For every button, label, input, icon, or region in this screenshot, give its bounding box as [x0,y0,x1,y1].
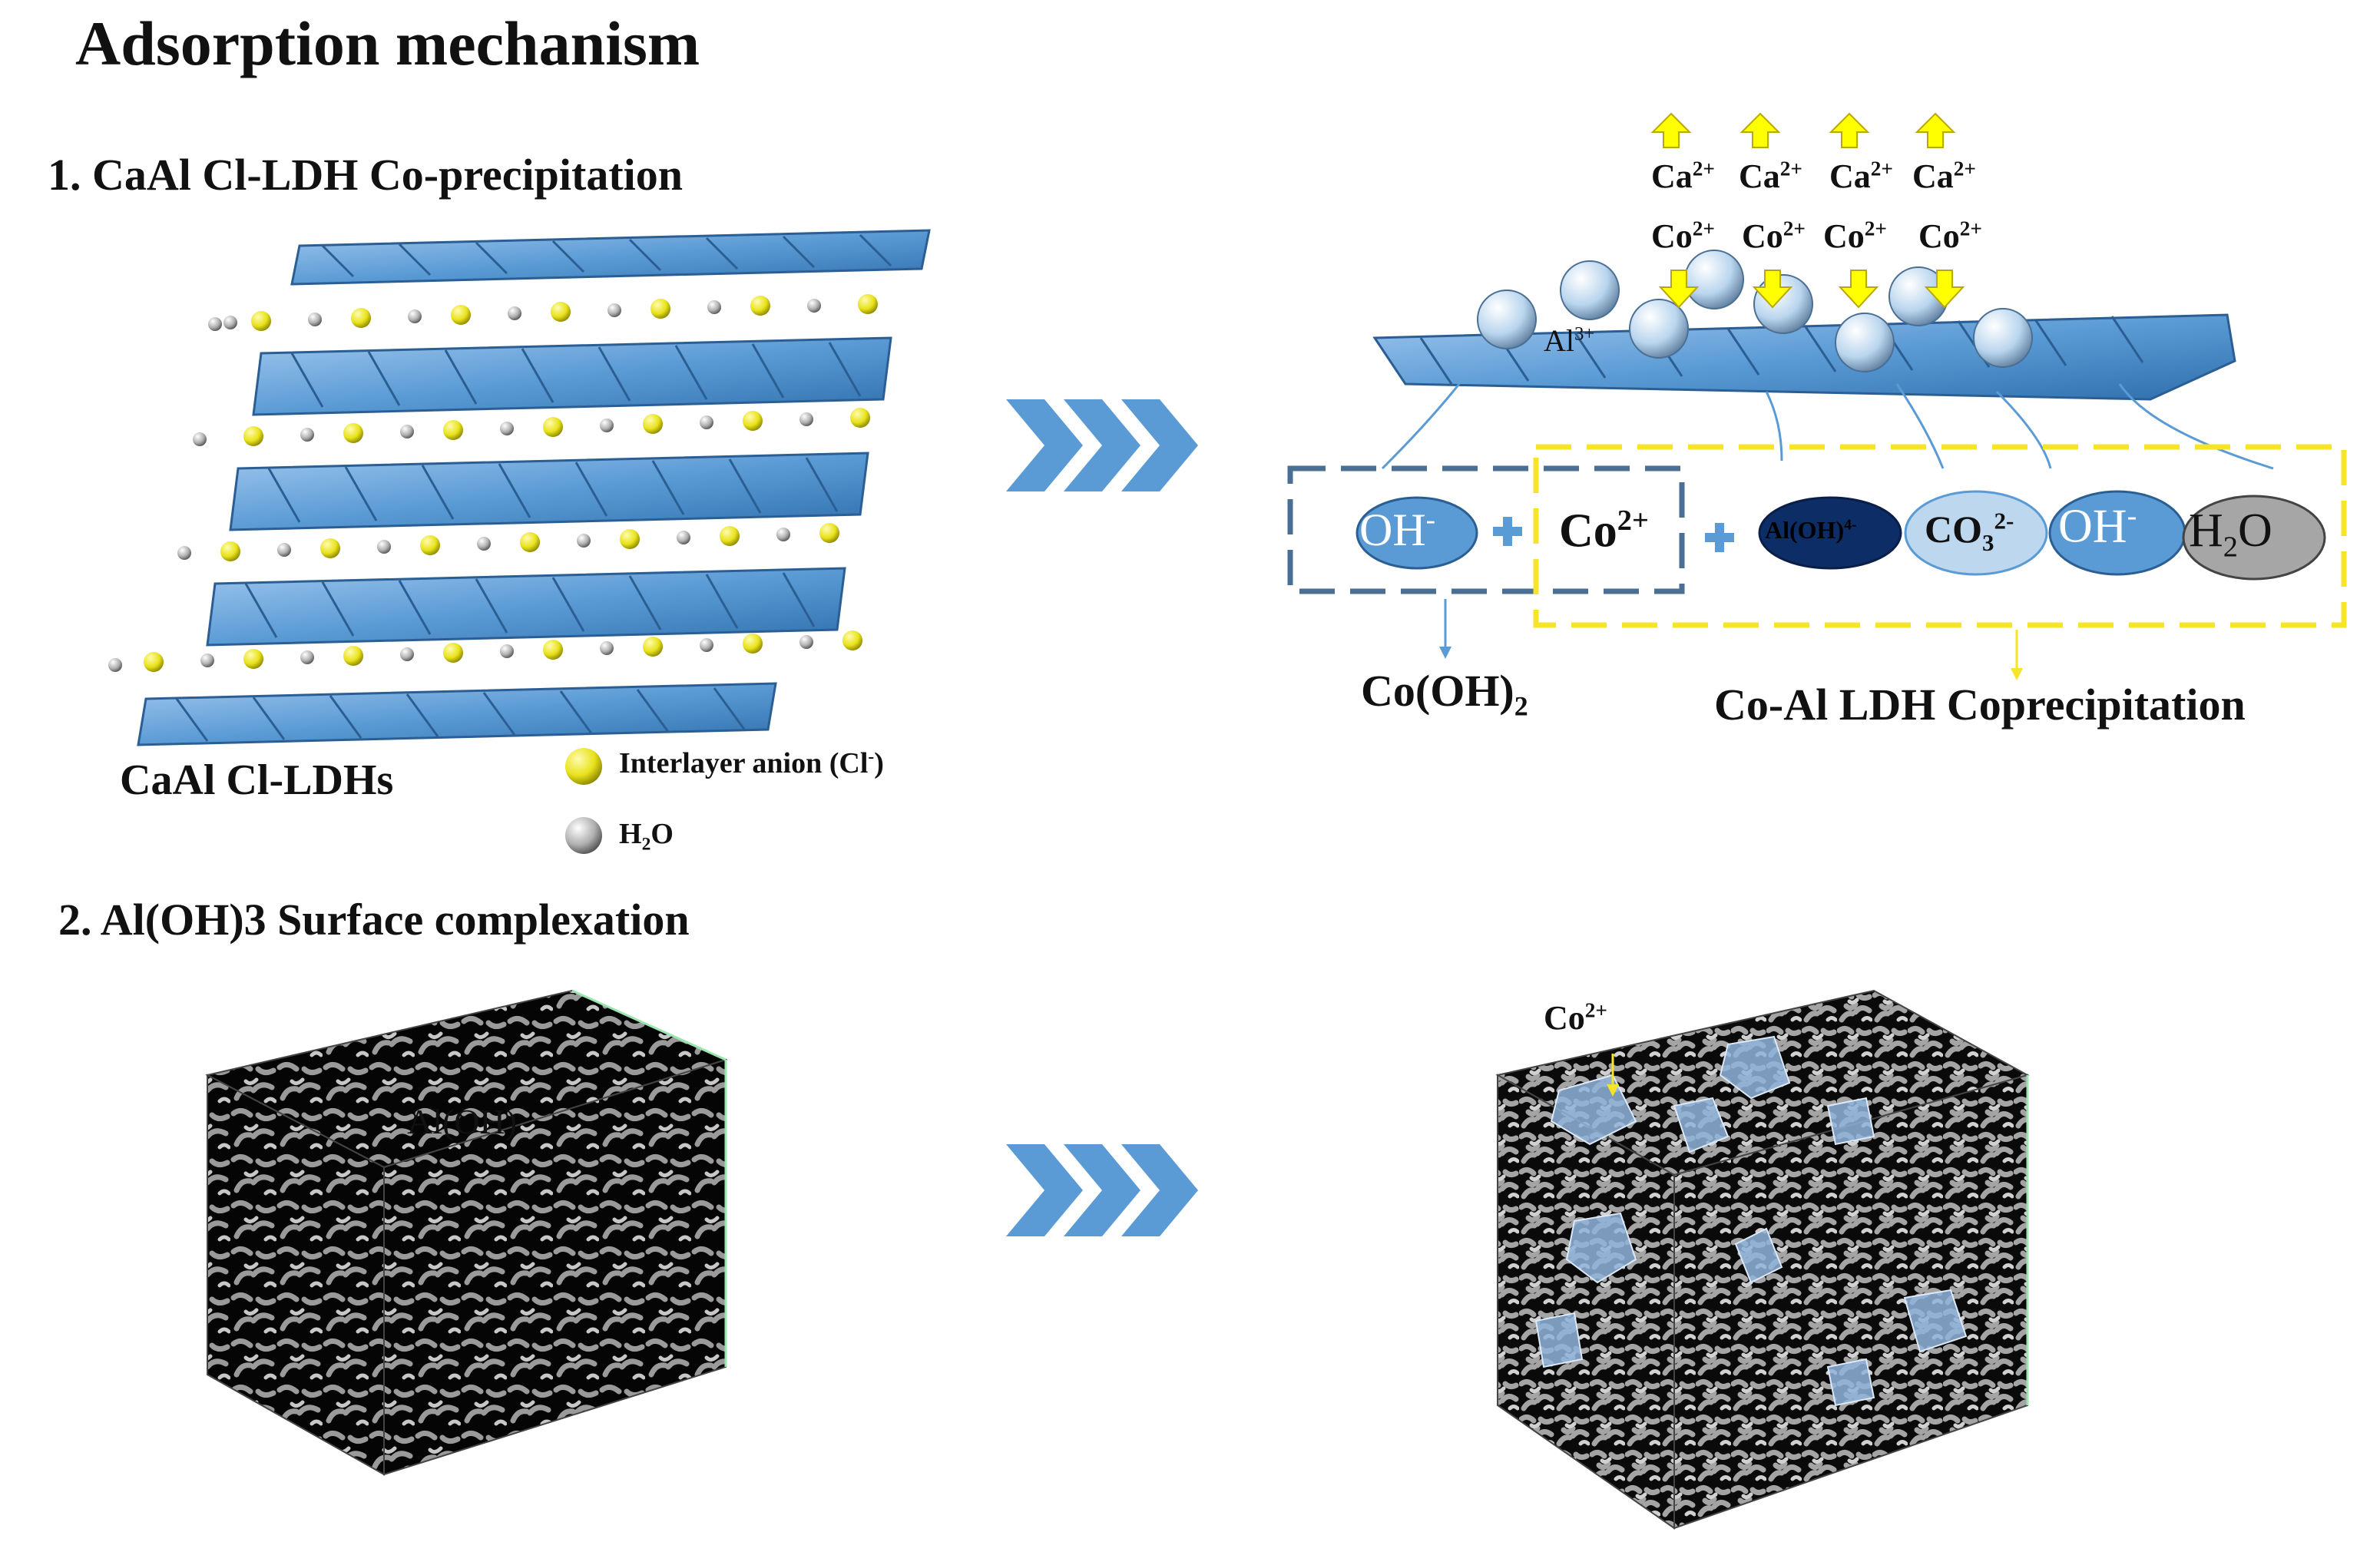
section-1-heading: 1. CaAl Cl-LDH Co-precipitation [48,150,684,200]
plus-signs [1493,517,1734,552]
page-title: Adsorption mechanism [75,8,700,78]
water-legend-label: H2O [619,818,674,855]
ldh-layer [229,452,869,531]
left-cube-label: Al(OH) [407,1102,518,1141]
coprecipitation-ldh-box [1533,444,2347,628]
interlayer-water [108,299,821,672]
released-calcium-ion: Ca2+ [1651,157,1715,195]
ldh-layer [137,682,777,746]
interlayer-anions [144,294,878,672]
cobalt-species-label: Co2+ [1559,505,1649,558]
water-oval [2182,495,2326,581]
hydroxide-label-2: OH- [2058,500,2137,553]
anion-legend-label: Interlayer anion (Cl-) [619,746,884,779]
co-al-ldh-product: Co-Al LDH Coprecipitation [1714,680,2246,730]
ldh-layer [252,336,892,416]
incoming-cobalt-ion: Co2+ [1742,217,1806,255]
cobalt-surface-ion: Co2+ [1544,998,1607,1037]
coprecipitation-hydroxide-box [1287,465,1685,594]
cobalt-hydroxide-product: Co(OH)2 [1361,666,1528,722]
cobalt-precipitates [1534,1035,1968,1407]
released-calcium-ion: Ca2+ [1912,157,1976,195]
released-calcium-ion: Ca2+ [1829,157,1893,195]
aluminate-oval [1758,496,1902,570]
aluminate-label: Al(OH)4- [1765,516,1857,544]
water-label: H2O [2189,505,2272,564]
released-calcium-ion: Ca2+ [1739,157,1802,195]
cobalt-complexed-cube [1495,989,2030,1530]
aluminum-hydroxide-cube [205,989,728,1476]
incoming-cobalt-ion: Co2+ [1918,217,1982,255]
hydroxide-label: OH- [1359,505,1436,555]
hydroxide-oval [1356,496,1478,570]
ldh-surface-layer [1372,250,2236,401]
ldh-layer [206,567,846,647]
release-arrows [1652,113,1955,148]
incoming-cobalt-ion: Co2+ [1651,217,1715,255]
process-arrow-2 [1006,1144,1198,1236]
water-legend-swatch [565,817,602,854]
connector-lines [1381,383,2274,470]
structure-label: CaAl Cl-LDHs [120,756,394,804]
carbonate-label: CO32- [1925,507,2014,556]
ldh-layer [290,229,931,286]
incoming-cobalt-ion: Co2+ [1823,217,1887,255]
ldh-layered-structure [108,229,931,746]
process-arrow-1 [1006,399,1198,491]
surface-aluminum-label: Al3+ [1544,323,1595,358]
section-2-heading: 2. Al(OH)3 Surface complexation [58,895,690,945]
carbonate-oval [1904,490,2048,576]
anion-legend-swatch [565,748,602,785]
